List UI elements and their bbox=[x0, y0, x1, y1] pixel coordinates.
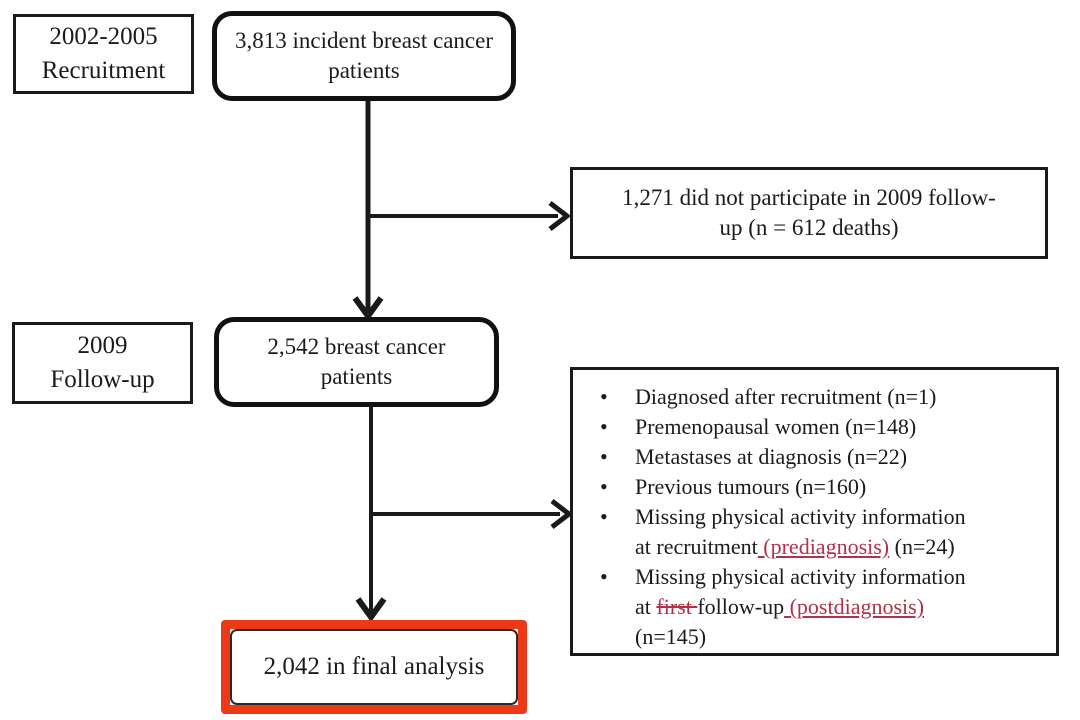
exclusion-text: Diagnosed after recruitment (n=1) bbox=[635, 384, 937, 409]
node-final-analysis-text: 2,042 in final analysis bbox=[263, 653, 485, 680]
exclusion-item: • Missing physical activity information a… bbox=[573, 502, 1048, 562]
node-recruited-patients: 3,813 incident breast cancer patients bbox=[212, 11, 516, 101]
exclusion-text: Missing physical activity information at bbox=[635, 564, 966, 619]
bullet-icon: • bbox=[600, 474, 608, 499]
bullet-icon: • bbox=[600, 564, 608, 589]
exclusion-item: • Missing physical activity information a… bbox=[573, 562, 1048, 652]
node-final-analysis: 2,042 in final analysis bbox=[221, 620, 527, 714]
exclusion-text: (n=145) bbox=[635, 624, 707, 649]
exclusion-annotation-ins: (postdiagnosis) bbox=[784, 594, 925, 619]
exclusion-text: Previous tumours (n=160) bbox=[635, 474, 867, 499]
exclusion-item: • Premenopausal women (n=148) bbox=[573, 412, 1048, 442]
bullet-icon: • bbox=[600, 414, 608, 439]
exclusion-text: Premenopausal women (n=148) bbox=[635, 414, 917, 439]
arrowhead-right-1 bbox=[548, 201, 572, 231]
stage-label-recruitment: 2002-2005 Recruitment bbox=[13, 14, 194, 94]
stage-label-followup: 2009 Follow-up bbox=[12, 322, 193, 404]
exclusion-text: follow-up bbox=[697, 594, 785, 619]
node-nonparticipants: 1,271 did not participate in 2009 follow… bbox=[570, 167, 1048, 259]
exclusion-text: Missing physical activity information at… bbox=[635, 504, 966, 559]
stage-label-recruitment-text: 2002-2005 Recruitment bbox=[41, 22, 166, 85]
exclusion-item: • Diagnosed after recruitment (n=1) bbox=[573, 382, 1048, 412]
arrowhead-down-1 bbox=[352, 296, 384, 322]
stage-label-followup-text: 2009 Follow-up bbox=[50, 331, 155, 394]
exclusion-item: • Metastases at diagnosis (n=22) bbox=[573, 442, 1048, 472]
bullet-icon: • bbox=[600, 504, 608, 529]
exclusion-item: • Previous tumours (n=160) bbox=[573, 472, 1048, 502]
arrowhead-right-2 bbox=[550, 499, 574, 529]
node-followup-patients: 2,542 breast cancer patients bbox=[214, 317, 499, 407]
node-exclusion-list: • Diagnosed after recruitment (n=1) • Preme… bbox=[570, 367, 1059, 656]
node-nonparticipants-text: 1,271 did not participate in 2009 follow… bbox=[622, 184, 996, 240]
exclusion-list: • Diagnosed after recruitment (n=1) • Preme… bbox=[573, 370, 1056, 652]
exclusion-text: Metastases at diagnosis (n=22) bbox=[635, 444, 908, 469]
exclusion-annotation-ins: (prediagnosis) bbox=[757, 534, 890, 559]
node-followup-patients-text: 2,542 breast cancer patients bbox=[267, 333, 446, 389]
exclusion-text: (n=24) bbox=[889, 534, 955, 559]
bullet-icon: • bbox=[600, 444, 608, 469]
bullet-icon: • bbox=[600, 384, 608, 409]
arrowhead-down-2 bbox=[355, 597, 387, 623]
exclusion-annotation-del: first bbox=[656, 594, 698, 619]
node-recruited-patients-text: 3,813 incident breast cancer patients bbox=[235, 27, 493, 83]
